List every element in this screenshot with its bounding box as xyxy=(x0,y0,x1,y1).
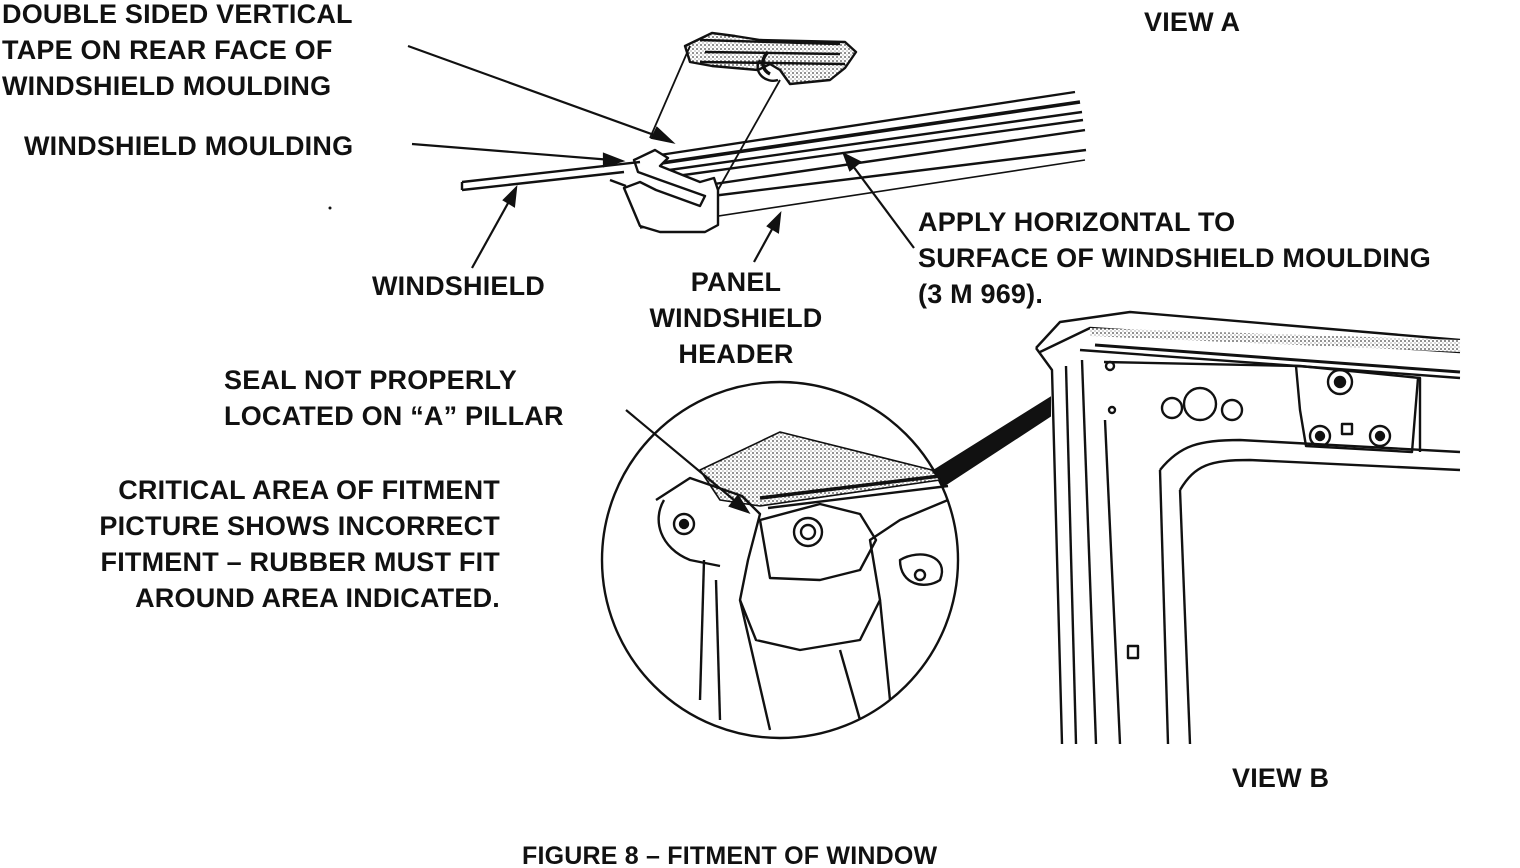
seal-not-located-label: SEAL NOT PROPERLY LOCATED ON “A” PILLAR xyxy=(224,365,564,431)
view-a-title: VIEW A xyxy=(1144,7,1241,37)
header-stipple-strip xyxy=(1090,328,1460,352)
critical-area-label: CRITICAL AREA OF FITMENT PICTURE SHOWS I… xyxy=(99,475,500,613)
apply-horizontal-label: APPLY HORIZONTAL TO SURFACE OF WINDSHIEL… xyxy=(918,207,1431,309)
view-b-detail-leader xyxy=(933,396,1051,488)
panel-windshield-header-label: PANEL WINDSHIELD HEADER xyxy=(649,267,823,369)
view-b-frame-drawing xyxy=(1035,310,1461,745)
seal-leader-arrow xyxy=(625,409,751,515)
view-b-title: VIEW B xyxy=(1232,763,1330,793)
view-a-moulding-drawing xyxy=(460,31,1087,234)
tape-label: DOUBLE SIDED VERTICAL TAPE ON REAR FACE … xyxy=(2,0,353,101)
figure-caption: FIGURE 8 – FITMENT OF WINDOW xyxy=(522,842,938,868)
windshield-moulding-label: WINDSHIELD MOULDING xyxy=(24,131,354,161)
windshield-label: WINDSHIELD xyxy=(372,271,545,301)
view-b-circle-detail xyxy=(600,380,960,740)
view-a-leader-arrows xyxy=(407,44,915,269)
